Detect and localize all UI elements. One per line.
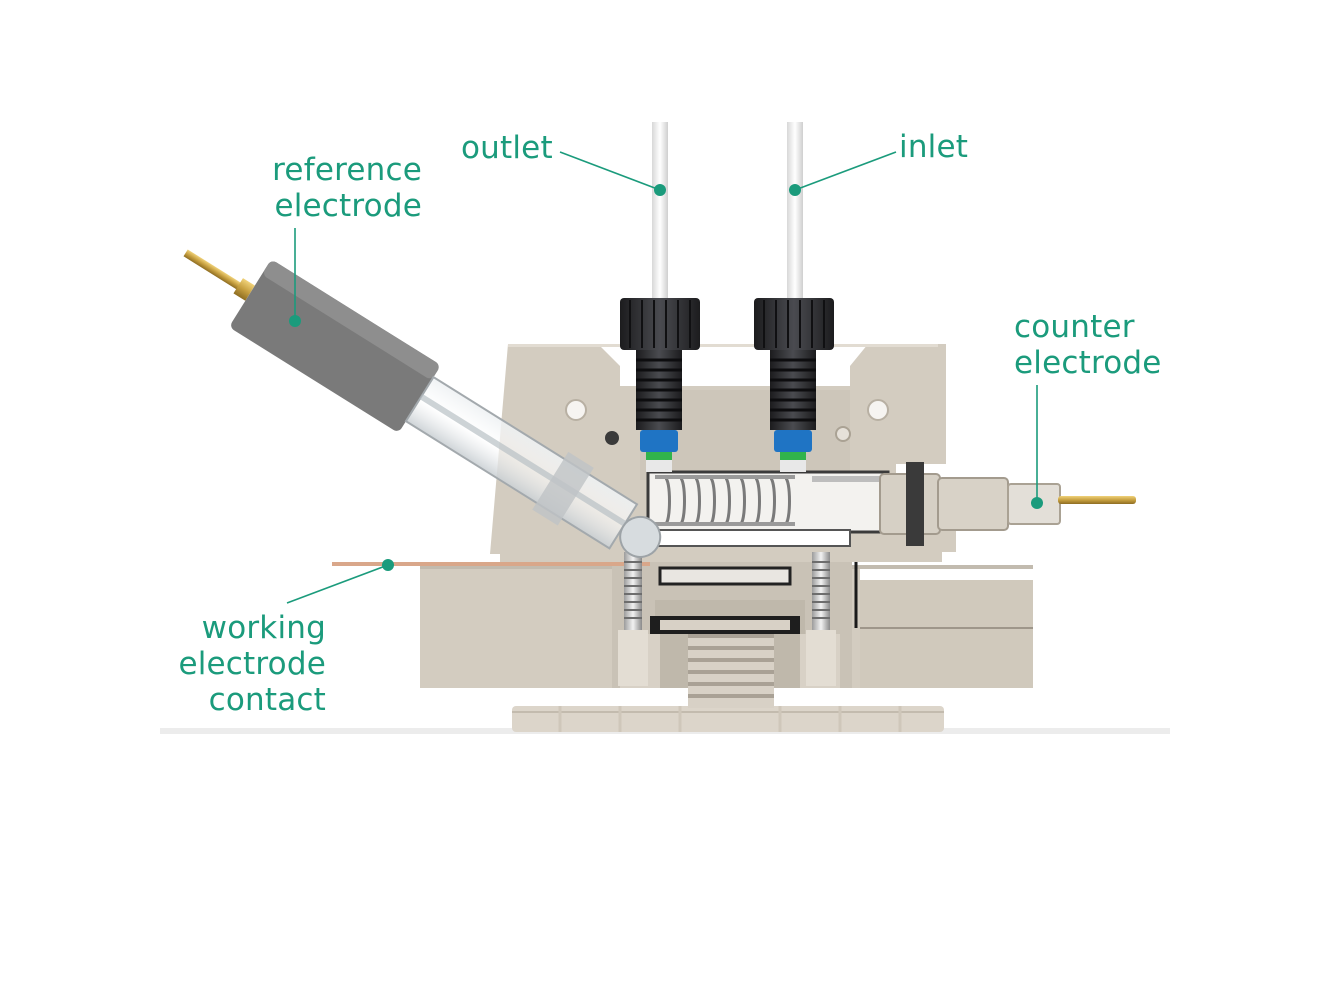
screw-right bbox=[806, 552, 836, 686]
hole-small-right bbox=[835, 426, 851, 442]
dot-inlet bbox=[789, 184, 801, 196]
label-inlet: inlet bbox=[899, 129, 968, 165]
screw-left bbox=[618, 552, 648, 686]
label-reference-line2: electrode bbox=[274, 188, 422, 224]
label-inlet-line1: inlet bbox=[899, 129, 969, 165]
label-counter-line2: electrode bbox=[1014, 345, 1162, 381]
dot-working bbox=[382, 559, 394, 571]
dot-counter bbox=[1031, 497, 1043, 509]
reference-electrode bbox=[183, 249, 662, 558]
leader-inlet bbox=[794, 151, 897, 191]
label-working-line1: working bbox=[201, 610, 326, 646]
counter-electrode bbox=[812, 462, 1136, 546]
leader-lines bbox=[286, 151, 1038, 604]
outlet-fitting bbox=[620, 122, 700, 472]
leader-dots bbox=[289, 184, 1043, 571]
working-electrode-plate bbox=[332, 562, 650, 566]
label-outlet: outlet bbox=[461, 130, 553, 166]
label-reference-electrode: reference electrode bbox=[232, 152, 422, 224]
dot-outlet bbox=[654, 184, 666, 196]
label-outlet-line1: outlet bbox=[461, 130, 553, 166]
hole-small-left bbox=[605, 431, 619, 445]
label-counter-electrode: counter electrode bbox=[1014, 309, 1162, 381]
bottom-knob bbox=[512, 706, 944, 732]
inlet-fitting bbox=[754, 122, 834, 472]
label-working-electrode-contact: working electrode contact bbox=[124, 610, 326, 718]
lower-chamber bbox=[650, 566, 800, 634]
label-working-line2: electrode bbox=[178, 646, 326, 682]
label-reference-line1: reference bbox=[272, 152, 422, 188]
leader-outlet bbox=[559, 151, 661, 191]
dot-reference bbox=[289, 315, 301, 327]
label-counter-line1: counter bbox=[1014, 309, 1135, 345]
hole-right bbox=[867, 399, 889, 421]
hole-left bbox=[565, 399, 587, 421]
leader-working bbox=[286, 564, 389, 604]
label-working-line3: contact bbox=[208, 682, 326, 718]
